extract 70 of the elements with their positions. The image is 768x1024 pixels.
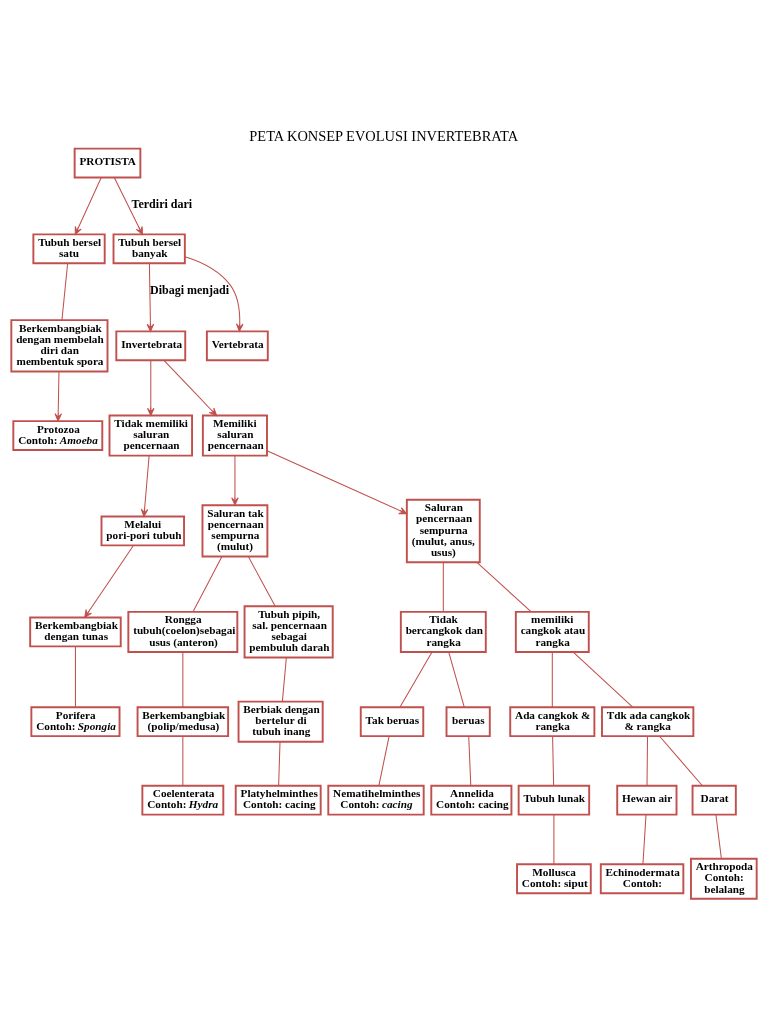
connector (715, 813, 722, 859)
connector (247, 555, 276, 607)
node-box: Ada cangkok & rangka (509, 705, 596, 737)
connector (646, 735, 649, 786)
connector (61, 262, 69, 320)
edge-label: Dibagi menjadi (149, 282, 230, 297)
connector (442, 561, 444, 612)
node-box: Vertebrata (205, 329, 269, 361)
connector (448, 651, 465, 708)
node-box: Hewan air (616, 784, 678, 816)
connector (642, 813, 647, 865)
node-box: Porifera Contoh: Spongia (30, 705, 121, 737)
node-box: Tubuh pipih, sal. pencernaan sebagai pembuluh darah (243, 604, 334, 658)
connector (659, 735, 703, 786)
connector (552, 735, 555, 786)
connector (278, 740, 281, 786)
connector (476, 561, 532, 612)
arrow (231, 454, 239, 506)
arrow (163, 359, 218, 416)
node-box: Echinodermata Contoh: (599, 862, 685, 894)
node-box: PROTISTA (73, 147, 142, 178)
node-box: Mollusca Contoh: siput (516, 862, 592, 894)
node-box: beruas (445, 705, 491, 737)
edge-label: Terdiri dari (131, 196, 193, 211)
node-box: Tidak memiliki saluran pencernaan (108, 414, 193, 457)
connector (572, 651, 634, 708)
diagram-title: PETA KONSEP EVOLUSI INVERTEBRATA (249, 127, 519, 144)
node-box: Tubuh bersel banyak (112, 232, 186, 264)
node-box: Tubuh lunak (517, 784, 591, 816)
arrow (54, 370, 62, 421)
node-box: Berkembangbiak dengan tunas (29, 616, 122, 647)
connector (378, 735, 390, 786)
arrow (113, 176, 143, 235)
node-box: Tidak bercangkok dan rangka (399, 610, 487, 653)
node-box: Tak beruas (359, 705, 425, 737)
arrow (84, 544, 134, 618)
connector (468, 735, 472, 786)
node-box: Invertebrata (115, 329, 187, 361)
connector (553, 813, 555, 865)
node-box: Rongga tubuh(coelon)sebagai usus (anteron) (127, 610, 239, 653)
arrow (184, 255, 244, 332)
node-box: Nematihelminthes Contoh: cacing (327, 784, 425, 816)
node-box: Berbiak dengan bertelur di tubuh inang (237, 700, 324, 743)
node-box: Berkembangbiak dengan membelah diri dan membentuk spora (10, 318, 109, 372)
arrow (147, 359, 155, 416)
node-box: Annelida Contoh: cacing (430, 784, 513, 816)
node-box: memiliki cangkok atau rangka (514, 610, 590, 653)
node-box: Darat (691, 784, 737, 816)
node-box: Melalui pori-pori tubuh (100, 515, 185, 546)
node-box: Protozoa Contoh: Amoeba (12, 419, 104, 451)
node-box: Berkembangbiak (polip/medusa) (136, 705, 230, 737)
connector (551, 651, 553, 708)
node-box: Tubuh bersel satu (32, 232, 106, 264)
node-box: Saluran tak pencernaan sempurna (mulut) (201, 503, 269, 558)
connector (182, 651, 184, 708)
node-box: Memiliki saluran pencernaan (201, 414, 268, 457)
arrow (74, 176, 102, 235)
node-box: Tdk ada cangkok & rangka (601, 705, 695, 737)
node-box: Coelenterata Contoh: Hydra (141, 784, 225, 816)
node-box: Saluran pencernaan sempurna (mulut, anus, usus) (405, 498, 481, 563)
connector (74, 645, 76, 708)
node-box: Arthropoda Contoh: belalang (690, 857, 758, 900)
arrow (140, 454, 150, 517)
arrow (266, 449, 408, 514)
arrow (146, 262, 155, 332)
node-box: Platyhelminthes Contoh: cacing (234, 784, 322, 816)
connector (281, 656, 287, 702)
connector (192, 555, 223, 612)
connector (182, 735, 184, 786)
connector (399, 651, 433, 708)
